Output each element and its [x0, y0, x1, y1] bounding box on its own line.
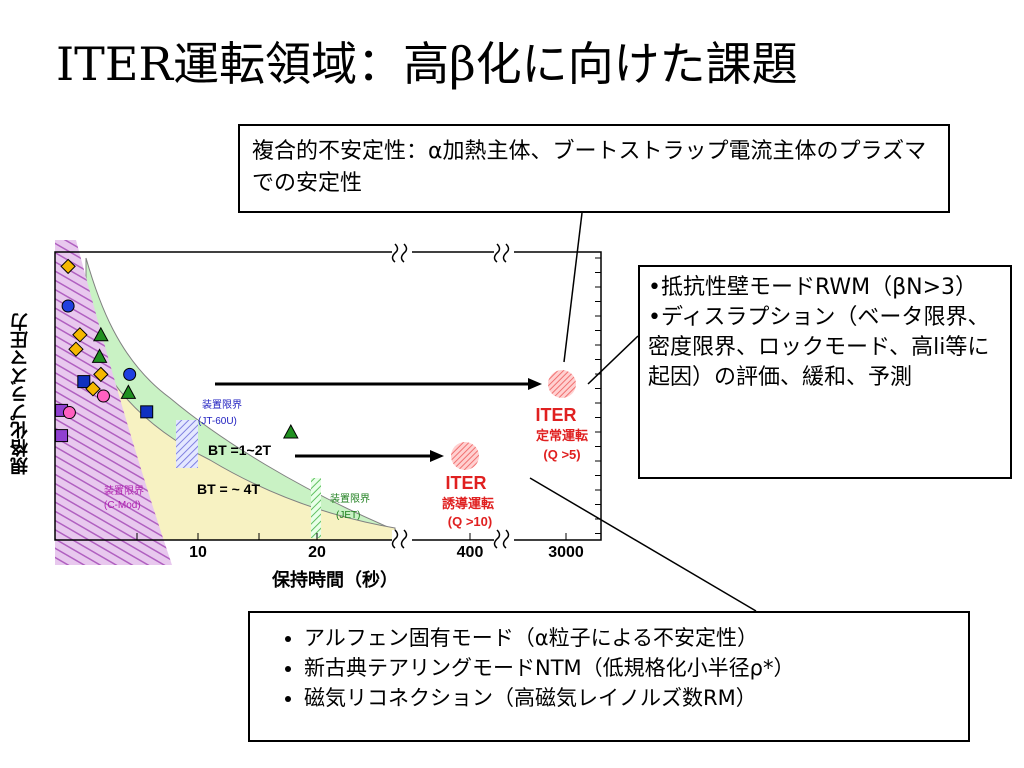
jet-label-2: (JET) — [336, 510, 360, 521]
y-axis-label: 規格化プラズマ圧力 — [10, 313, 31, 475]
list-item: アルフェン固有モード（α粒子による不安定性） — [304, 623, 956, 653]
axis-ticks — [136, 257, 601, 540]
x-tick-label: 20 — [308, 544, 326, 561]
diamond-marker — [72, 327, 88, 343]
triangle-marker — [282, 423, 299, 439]
jt60u-limit-bar — [176, 420, 198, 468]
callout-connectors — [529, 212, 757, 612]
iter-inductive-label-2: 誘導運転 — [442, 496, 494, 511]
cmod-limit-region — [55, 240, 172, 565]
iter-inductive-label-3: (Q >10) — [448, 514, 492, 529]
iter-steady-label-3: (Q >5) — [543, 447, 580, 462]
triangle-marker — [91, 348, 108, 363]
square-marker — [140, 405, 154, 419]
jet-label-1: 装置限界 — [330, 492, 370, 505]
iter-steady-label-2: 定常運転 — [535, 428, 588, 443]
cmod-label-1: 装置限界 — [104, 484, 144, 497]
circle-marker — [123, 367, 137, 381]
data-markers — [55, 258, 299, 443]
x-tick-label: 10 — [189, 544, 207, 561]
x-axis-label: 保持時間（秒） — [272, 570, 398, 591]
callout-instabilities: アルフェン固有モード（α粒子による不安定性） 新古典テアリングモードNTM（低規… — [248, 611, 970, 742]
x-tick-label: 3000 — [548, 544, 584, 561]
callout-stability: 複合的不安定性：α加熱主体、ブートストラップ電流主体のプラズマでの安定性 — [238, 124, 950, 213]
bt-high-label: BT =1~2T — [208, 442, 271, 458]
yellow-region — [89, 339, 396, 541]
list-item: 新古典テアリングモードNTM（低規格化小半径ρ*） — [304, 653, 956, 683]
diamond-marker — [60, 258, 76, 275]
callout-rwm-disruption: •抵抗性壁モードRWM（βN>3） •ディスラプション（ベータ限界、密度限界、ロ… — [638, 265, 1012, 479]
bt-low-label: BT = ~ 4T — [197, 481, 260, 497]
square-marker — [77, 375, 91, 389]
circle-marker — [61, 299, 75, 313]
plot-frame — [54, 251, 602, 541]
arrows — [215, 378, 542, 462]
slide-title: ITER運転領域：高β化に向けた課題 — [56, 37, 798, 91]
list-item: 磁気リコネクション（高磁気レイノルズ数RM） — [304, 683, 956, 713]
jet-limit-bar — [311, 478, 321, 538]
triangle-marker — [93, 326, 109, 342]
iter-inductive-marker — [451, 442, 479, 470]
triangle-marker — [120, 384, 137, 399]
instability-list: アルフェン固有モード（α粒子による不安定性） 新古典テアリングモードNTM（低規… — [262, 623, 956, 713]
diamond-marker — [85, 381, 101, 397]
diamond-marker — [93, 366, 109, 383]
jt60u-label-1: 装置限界 — [202, 398, 242, 411]
square-marker — [55, 429, 69, 443]
circle-marker — [96, 389, 110, 403]
callout-stability-text: 複合的不安定性：α加熱主体、ブートストラップ電流主体のプラズマでの安定性 — [252, 139, 927, 196]
x-tick-label: 400 — [457, 544, 484, 561]
circle-marker — [62, 406, 76, 420]
axis-breaks — [391, 243, 514, 549]
callout-disruption-item: •ディスラプション（ベータ限界、密度限界、ロックモード、高li等に起因）の評価、… — [648, 305, 990, 390]
iter-steady-marker — [548, 370, 576, 398]
cmod-label-2: (C-Mod) — [104, 500, 141, 511]
iter-steady-label-1: ITER — [535, 405, 576, 425]
iter-inductive-label-1: ITER — [445, 473, 486, 493]
jt60u-label-2: (JT-60U) — [198, 416, 237, 427]
diamond-marker — [68, 341, 84, 357]
callout-rwm-item: •抵抗性壁モードRWM（βN>3） — [648, 275, 978, 300]
